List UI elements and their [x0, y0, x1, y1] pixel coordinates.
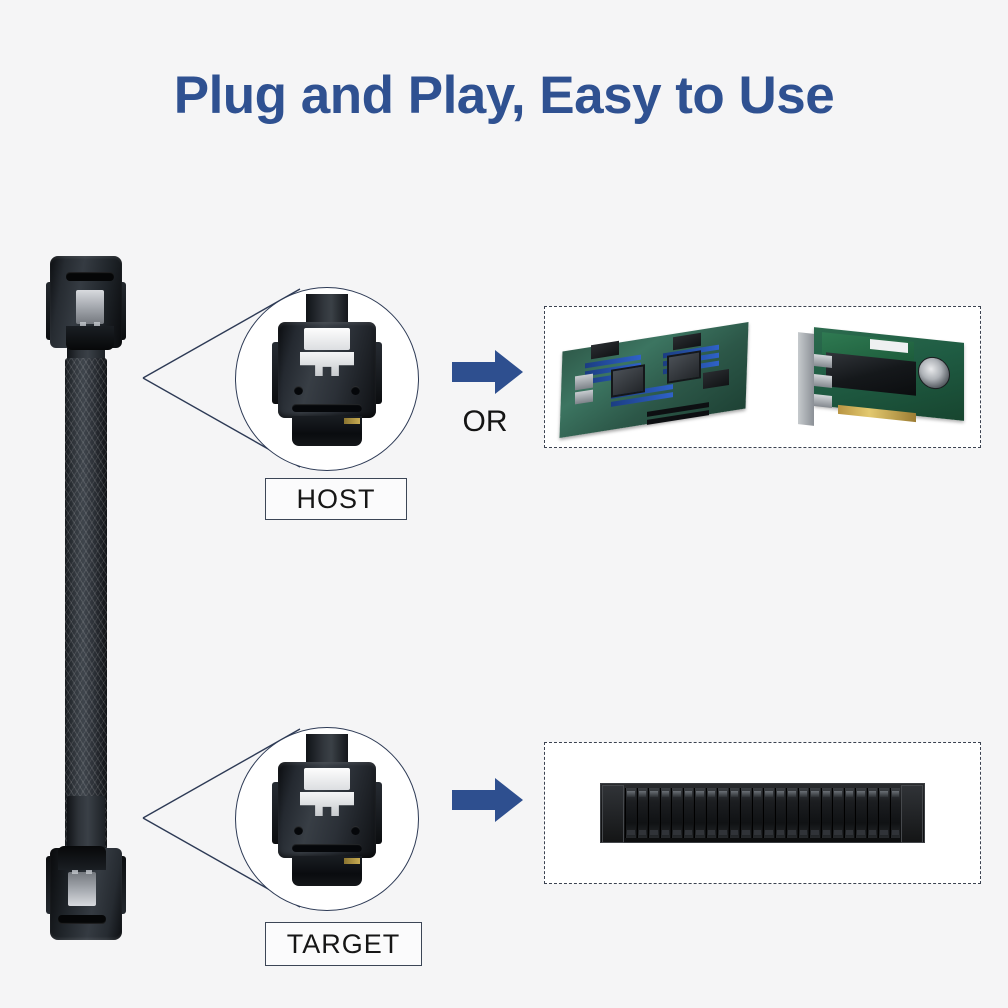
connector-slot	[58, 915, 106, 924]
server-motherboard	[555, 322, 755, 438]
drive-bay	[889, 788, 900, 838]
drive-bay	[809, 788, 820, 838]
closeup-latch-window	[304, 328, 350, 350]
rack-ear-left	[602, 785, 624, 843]
closeup-screw-left	[294, 826, 303, 835]
drive-bay	[705, 788, 716, 838]
connector-shell	[50, 256, 122, 350]
host-arrow-icon	[452, 350, 523, 394]
sff-8643-connector-host-end	[46, 248, 126, 358]
closeup-screw-right	[351, 386, 360, 395]
drive-bay	[694, 788, 705, 838]
drive-bay	[820, 788, 831, 838]
drive-bay	[866, 788, 877, 838]
closeup-screw-left	[294, 386, 303, 395]
target-arrow-icon	[452, 778, 523, 822]
host-connector-magnifier	[235, 287, 419, 471]
raid-card-port	[814, 354, 832, 368]
drive-bay	[797, 788, 808, 838]
drive-bay	[625, 788, 636, 838]
rack-ear-right	[901, 785, 923, 843]
drive-bay	[774, 788, 785, 838]
closeup-gold-contact	[344, 418, 360, 424]
cpu-socket	[667, 350, 701, 384]
connector-latch	[68, 872, 96, 906]
drive-bay	[682, 788, 693, 838]
target-label-text: TARGET	[286, 928, 401, 959]
drive-bay	[751, 788, 762, 838]
connector-shell	[50, 846, 122, 940]
cpu-socket	[611, 364, 645, 398]
host-devices-box	[544, 306, 981, 448]
sff-8643-connector-target-end	[46, 838, 126, 948]
raid-card-bracket	[798, 332, 814, 426]
raid-card-port	[814, 374, 832, 388]
drive-bay-row	[625, 788, 900, 838]
drive-bay	[648, 788, 659, 838]
connector-tongue	[66, 326, 114, 350]
host-label-text: HOST	[296, 483, 376, 514]
drive-bay	[763, 788, 774, 838]
target-devices-box	[544, 742, 981, 884]
closeup-screw-right	[351, 826, 360, 835]
target-connector-magnifier	[235, 727, 419, 911]
connector-latch	[76, 290, 104, 324]
drive-bay	[671, 788, 682, 838]
closeup-grip-bar	[292, 404, 362, 412]
drive-bay	[878, 788, 889, 838]
drive-bay	[786, 788, 797, 838]
or-separator-label: OR	[462, 405, 508, 438]
target-label-box: TARGET	[265, 922, 422, 966]
closeup-gold-contact	[344, 858, 360, 864]
page-title: Plug and Play, Easy to Use	[173, 66, 835, 125]
mini-sas-hd-internal-cable	[18, 240, 136, 960]
host-label-box: HOST	[265, 478, 407, 520]
closeup-latch-window	[304, 768, 350, 790]
drive-bay	[740, 788, 751, 838]
closeup-grip-bar	[292, 844, 362, 852]
drive-bay	[832, 788, 843, 838]
target-connector-closeup	[272, 734, 382, 906]
drive-bay	[855, 788, 866, 838]
connector-slot	[66, 272, 114, 281]
braided-cable-sleeve	[65, 358, 107, 858]
drive-bay	[659, 788, 670, 838]
connector-tongue	[58, 846, 106, 870]
raid-card-port	[814, 394, 832, 408]
raid-controller-card	[792, 317, 972, 437]
host-connector-closeup	[272, 294, 382, 466]
drive-bay	[717, 788, 728, 838]
drive-bay	[843, 788, 854, 838]
drive-bay	[728, 788, 739, 838]
drive-bay	[636, 788, 647, 838]
rack-drive-enclosure	[600, 783, 925, 843]
rear-io-ports	[575, 373, 593, 391]
